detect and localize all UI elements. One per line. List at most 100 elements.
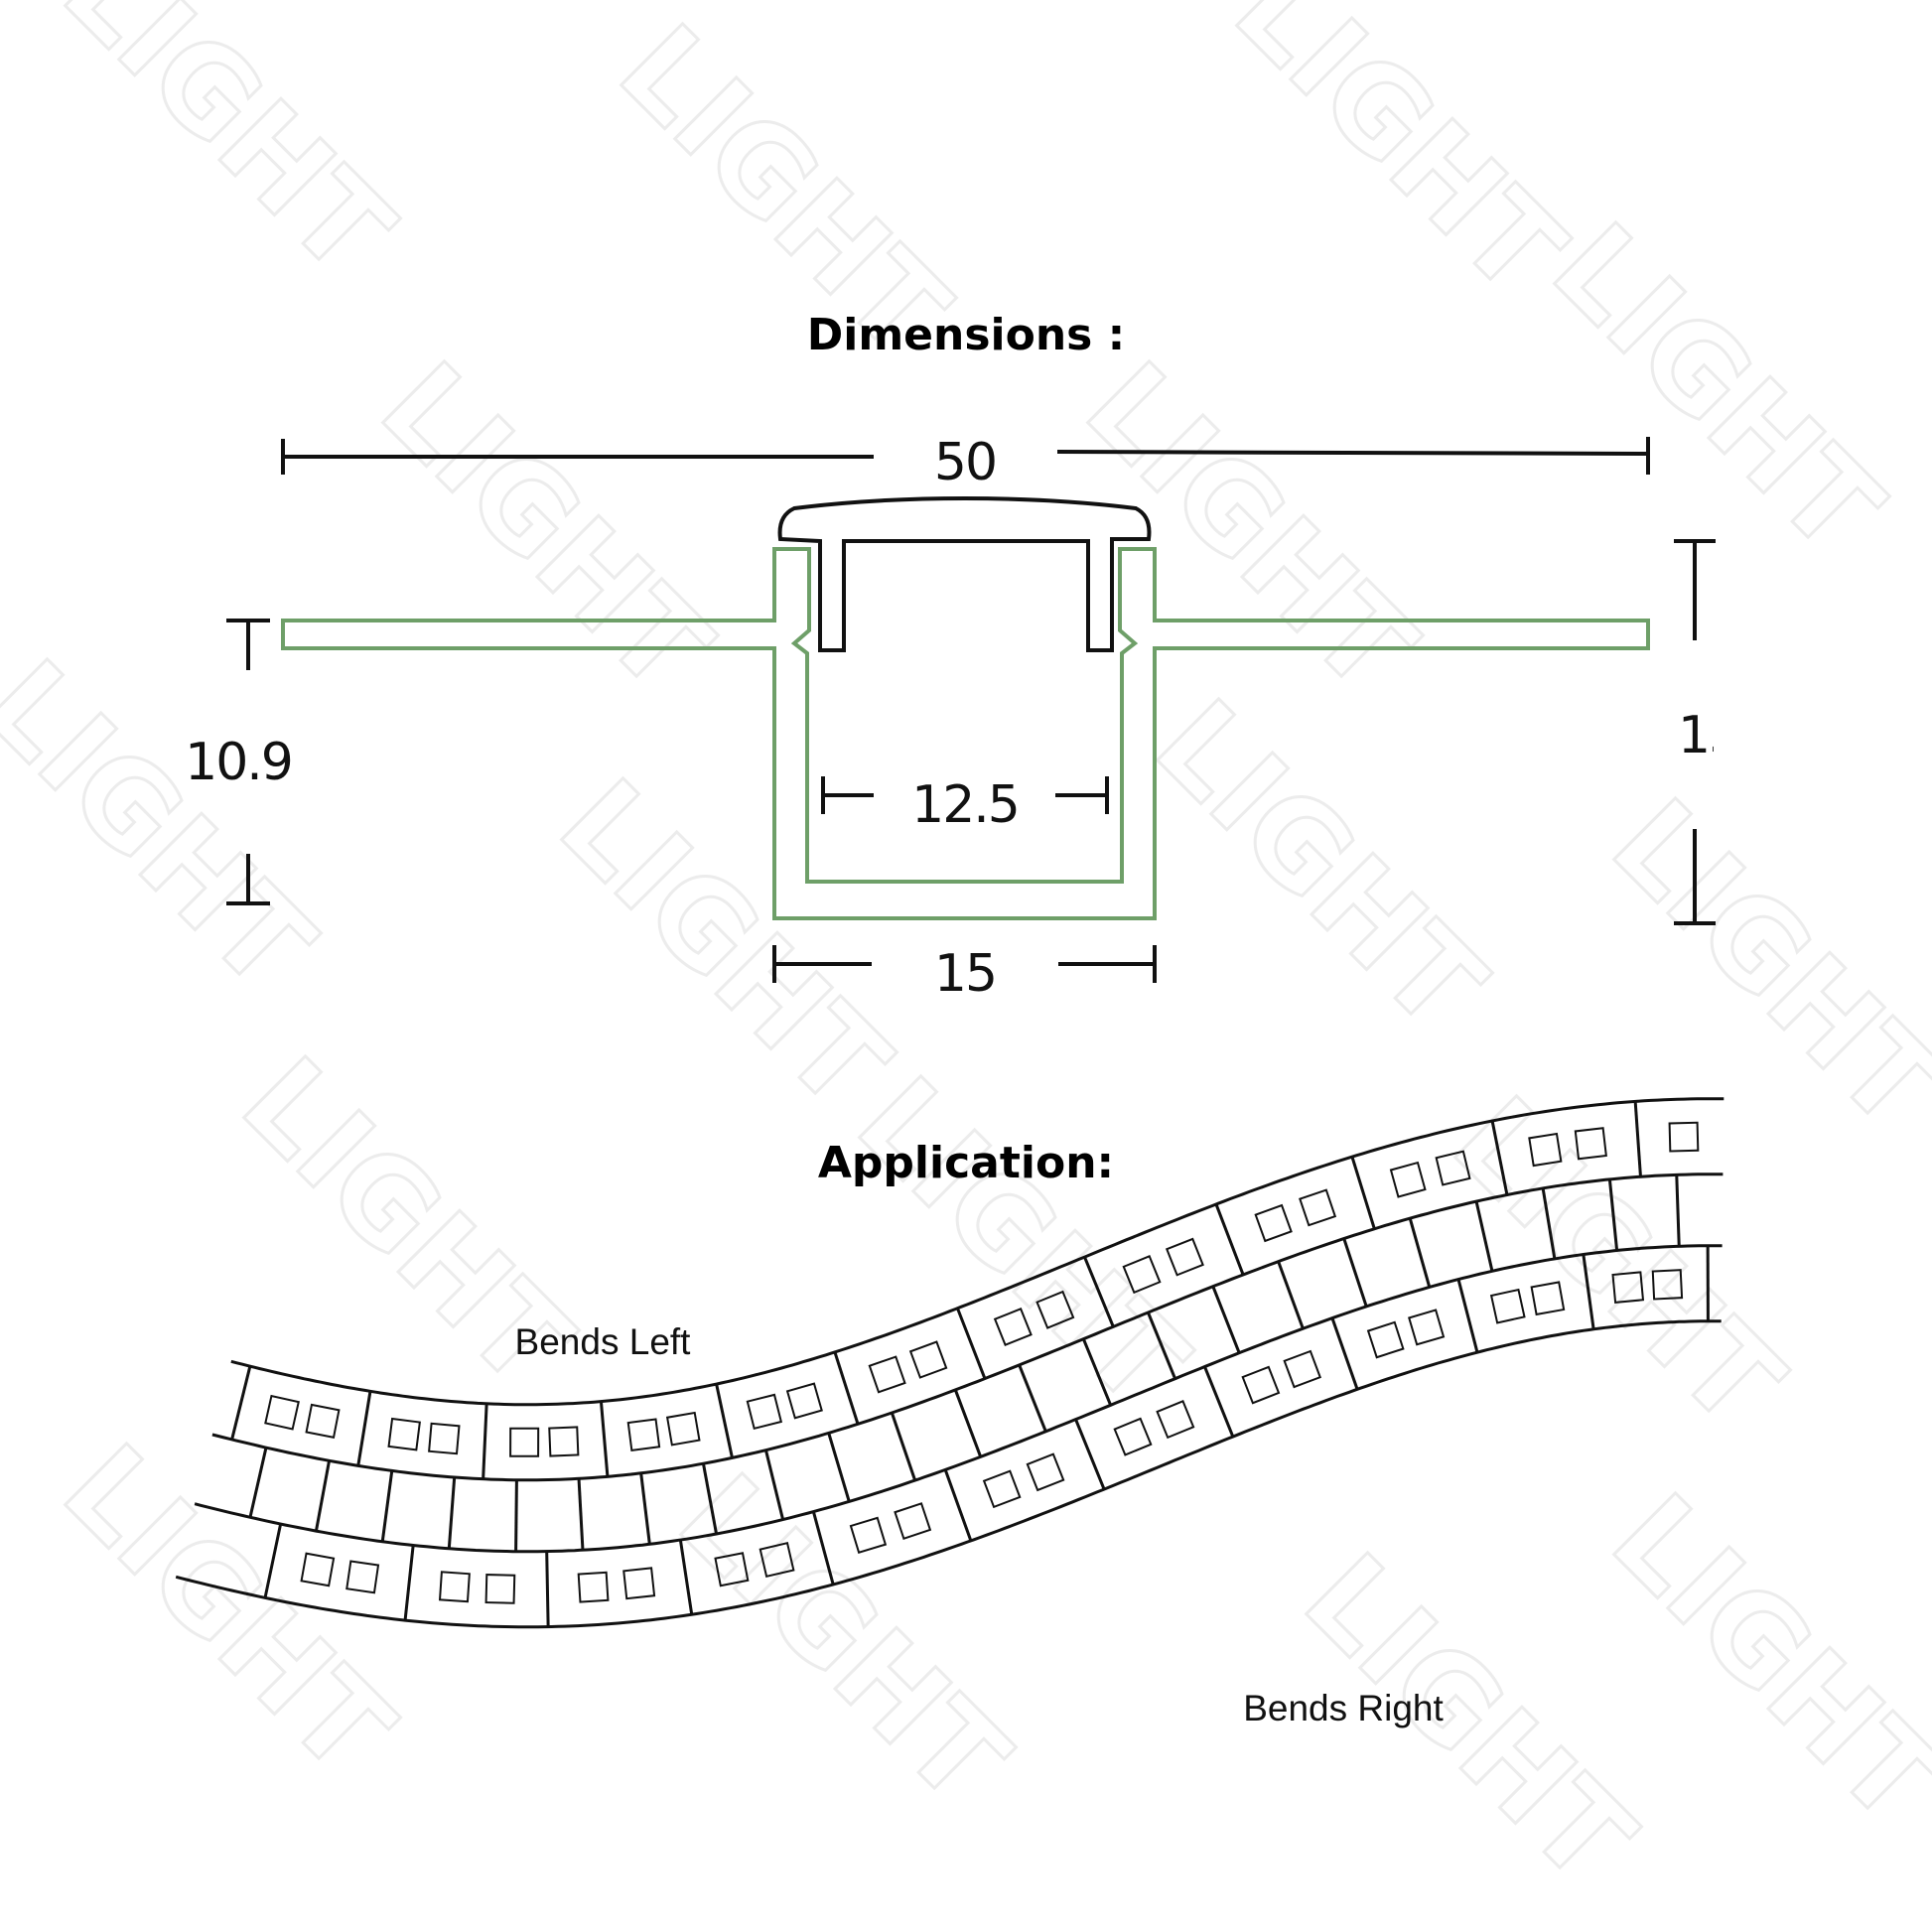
thickness-10-9-dimension	[226, 619, 270, 905]
led-chip-icon	[1489, 1288, 1526, 1324]
height-15-label: 15	[1678, 706, 1739, 765]
strip-edge	[194, 1244, 1723, 1554]
strip-cut-line	[763, 1449, 785, 1520]
led-chip-icon	[300, 1552, 336, 1587]
strip-segment-divider	[956, 1308, 987, 1380]
strip-segment-divider	[811, 1511, 835, 1586]
led-chip-icon	[746, 1393, 783, 1431]
watermark-text: LIGHT	[1129, 675, 1509, 1055]
width-50-label: 50	[934, 433, 996, 492]
strip-cut-line	[1211, 1286, 1241, 1354]
strip-segment-divider	[263, 1523, 283, 1598]
strip-segment-divider	[1203, 1365, 1235, 1438]
strip-segment-divider	[599, 1401, 610, 1477]
led-chip-icon	[1283, 1349, 1322, 1389]
led-chip-icon	[1113, 1417, 1153, 1456]
strip-edge	[175, 1319, 1722, 1629]
strip-cut-line	[314, 1460, 332, 1532]
strip-cut-line	[1607, 1178, 1619, 1251]
strip-cut-line	[1147, 1311, 1176, 1380]
outer-width-15-dimension	[772, 945, 1157, 983]
led-chip-icon	[345, 1560, 380, 1594]
strip-cut-line	[1541, 1187, 1557, 1260]
led-chip-icon	[387, 1417, 421, 1451]
led-chip-icon	[1389, 1161, 1427, 1198]
strip-segment-divider	[678, 1539, 694, 1615]
strip-cut-line	[1342, 1238, 1368, 1308]
watermark-text: LIGHT	[1427, 1072, 1807, 1452]
led-chip-icon	[1528, 1132, 1563, 1168]
led-chip-icon	[264, 1394, 300, 1431]
watermark-text: LIGHT	[37, 0, 417, 301]
strip-cut-line	[890, 1412, 917, 1481]
profile-outer-outline	[281, 547, 1650, 920]
strip-segment-divider	[230, 1365, 252, 1441]
led-chip-icon	[1530, 1281, 1566, 1316]
led-chip-icon	[1651, 1269, 1684, 1301]
led-chip-icon	[1165, 1237, 1204, 1277]
strip-cut-line	[1408, 1217, 1432, 1288]
lens-cover-outline	[777, 495, 1152, 652]
watermark-text: LIGHT	[1208, 0, 1588, 321]
led-chip-icon	[785, 1382, 823, 1420]
strip-segment-divider	[833, 1351, 860, 1425]
height-15-dimension	[1674, 539, 1716, 925]
strip-cut-line	[701, 1462, 719, 1535]
strip-cut-line	[1277, 1261, 1305, 1329]
strip-segment-divider	[715, 1383, 734, 1458]
led-chip-icon	[993, 1308, 1033, 1347]
strip-cut-line	[1018, 1364, 1047, 1433]
led-chip-icon	[577, 1571, 610, 1603]
strip-cut-line	[1081, 1338, 1113, 1406]
led-chip-icon	[1122, 1255, 1162, 1295]
strip-edge	[230, 1097, 1725, 1407]
strip-cut-line	[1474, 1200, 1494, 1272]
led-chip-icon	[1611, 1271, 1645, 1304]
led-chip-icon	[1035, 1290, 1075, 1329]
strip-cut-line	[1675, 1174, 1681, 1247]
strip-segment-divider	[1633, 1101, 1642, 1177]
led-chip-icon	[428, 1422, 461, 1455]
strip-segment-divider	[356, 1391, 372, 1466]
led-chip-icon	[1299, 1188, 1337, 1227]
led-chip-icon	[665, 1411, 701, 1447]
strip-segment-divider	[1074, 1419, 1106, 1490]
led-chip-icon	[849, 1516, 888, 1555]
led-chip-icon	[1026, 1452, 1065, 1492]
led-chip-icon	[908, 1340, 948, 1379]
watermark-text: LIGHT	[1586, 774, 1932, 1155]
strip-cut-line	[447, 1476, 457, 1549]
strip-cut-line	[827, 1432, 851, 1502]
led-chip-icon	[1254, 1203, 1293, 1243]
application-heading: Application:	[818, 1138, 1114, 1188]
led-chip-icon	[484, 1574, 516, 1604]
strip-segment-divider	[482, 1403, 488, 1479]
strip-segment-divider	[1330, 1317, 1359, 1390]
strip-edge	[211, 1173, 1724, 1482]
strip-segment-divider	[1490, 1120, 1509, 1195]
outer-width-15-label: 15	[934, 944, 996, 1004]
led-chip-icon	[894, 1502, 932, 1541]
led-chip-icon	[714, 1552, 750, 1587]
strip-segment-divider	[1456, 1279, 1479, 1353]
led-chip-icon	[509, 1427, 540, 1457]
watermark-text: LIGHT	[0, 635, 338, 1016]
led-chip-icon	[1408, 1309, 1446, 1346]
led-chip-icon	[1435, 1150, 1471, 1186]
led-chip-icon	[759, 1542, 795, 1579]
strip-segment-divider	[403, 1545, 415, 1621]
led-chip-icon	[1156, 1400, 1195, 1440]
led-chip-icon	[982, 1469, 1022, 1509]
strip-segment-divider	[545, 1551, 550, 1627]
led-chip-icon	[622, 1567, 656, 1600]
led-chip-icon	[305, 1403, 341, 1439]
led-chip-icon	[626, 1418, 661, 1451]
led-chip-icon	[1366, 1320, 1405, 1359]
led-chip-icon	[438, 1571, 471, 1603]
strip-segment-divider	[1582, 1254, 1595, 1330]
strip-cut-line	[953, 1389, 983, 1457]
strip-cut-line	[639, 1472, 651, 1545]
watermark-text: LIGHT	[533, 755, 913, 1135]
dimensions-heading: Dimensions :	[807, 310, 1126, 360]
